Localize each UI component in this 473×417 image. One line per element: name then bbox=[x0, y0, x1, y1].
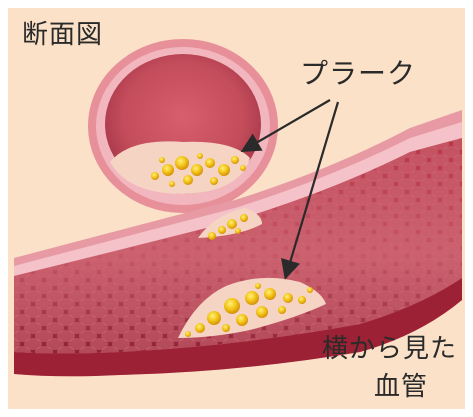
plaque-label: プラーク bbox=[300, 60, 416, 88]
side-view-label-line1: 横から見た bbox=[322, 336, 457, 362]
cross-section-vessel-icon bbox=[88, 39, 278, 213]
side-view-label-line2: 血管 bbox=[374, 374, 428, 400]
cross-section-label: 断面図 bbox=[22, 22, 103, 48]
